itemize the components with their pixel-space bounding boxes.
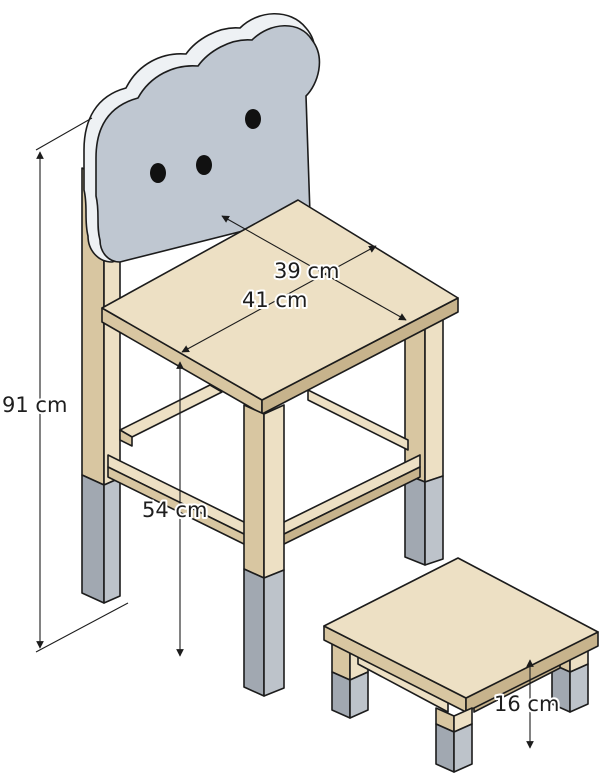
seat-height-label: 54 cm (142, 498, 207, 522)
stool-front-leg (435, 707, 473, 773)
total-height-label: 91 cm (2, 393, 67, 417)
dimension-lines (35, 117, 534, 749)
bear-backrest (83, 12, 321, 263)
stool-height-label: 16 cm (494, 692, 559, 716)
front-left-leg (243, 404, 285, 697)
seat-depth-label: 39 cm (274, 259, 339, 283)
bear-eye-right (245, 109, 261, 129)
dimension-labels: 39 cm 41 cm 91 cm 54 cm 16 cm (0, 257, 561, 718)
stool (323, 557, 599, 773)
bear-eye-left (150, 163, 166, 183)
right-back-leg (404, 317, 444, 566)
seat-width-label: 41 cm (242, 288, 307, 312)
bear-nose (196, 155, 212, 175)
